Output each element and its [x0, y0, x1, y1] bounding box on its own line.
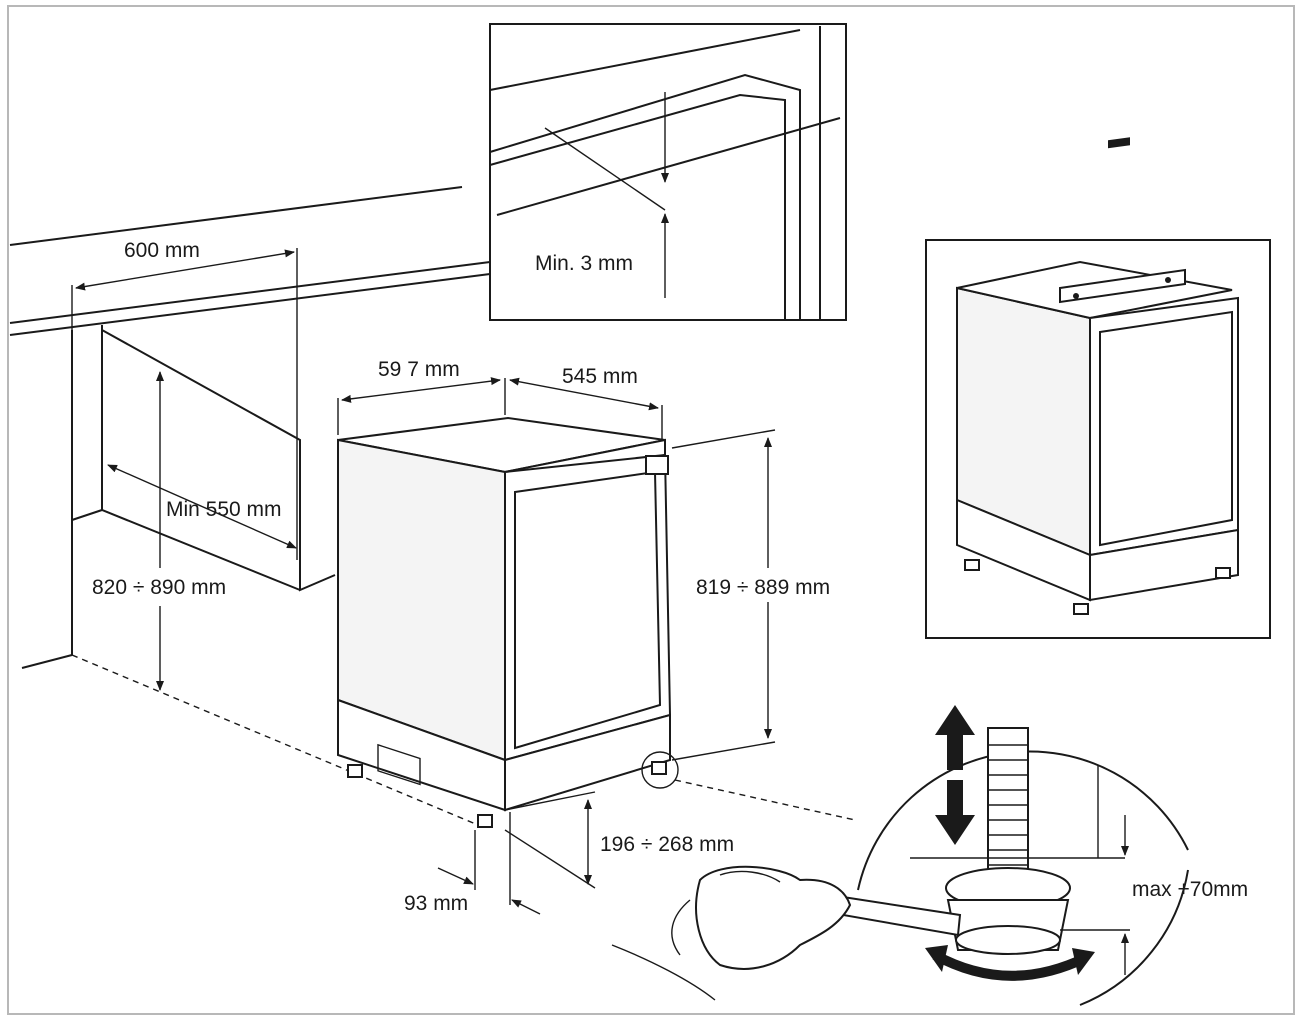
plinth-depth-label: 93 mm — [404, 892, 468, 915]
appliance-depth-label: 545 mm — [562, 365, 638, 388]
appliance-width-dimension: 59 7 mm — [337, 358, 506, 435]
foot-detail-circle — [641, 751, 679, 789]
up-down-arrow-icon — [935, 705, 975, 845]
appliance-width-label: 59 7 mm — [378, 358, 460, 381]
appliance-foot — [477, 814, 493, 828]
appliance-height-label: 819 ÷ 889 mm — [696, 576, 830, 599]
appliance-depth-dimension: 545 mm — [509, 365, 663, 440]
niche-height-label: 820 ÷ 890 mm — [92, 576, 226, 599]
foot-adjust-label: max +70mm — [1132, 878, 1248, 901]
appliance-foot — [651, 761, 667, 775]
appliance-height-dimension: 819 ÷ 889 mm — [671, 429, 830, 761]
min-gap-label: Min. 3 mm — [535, 252, 633, 275]
gap-detail-inset: Min. 3 mm — [489, 23, 847, 321]
niche-width-label: 600 mm — [124, 239, 200, 262]
appliance — [337, 416, 679, 828]
plinth-height-label: 196 ÷ 268 mm — [600, 833, 734, 856]
appliance-foot — [347, 764, 363, 778]
niche-width-dimension: 600 mm — [71, 239, 298, 560]
niche-depth-dimension: Min 550 mm — [107, 464, 297, 549]
plinth-depth-dimension: 93 mm — [404, 812, 541, 915]
foot-adjustment-detail: max +70mm — [611, 705, 1248, 1006]
niche-depth-label: Min 550 mm — [166, 498, 282, 521]
hand-icon — [611, 865, 852, 1001]
appliance-door — [514, 470, 662, 750]
plinth-height-dimension: 196 ÷ 268 mm — [504, 791, 734, 889]
threaded-rod — [987, 727, 1029, 889]
level-check-inset — [925, 137, 1271, 639]
diagram-frame — [7, 5, 1295, 1015]
kitchen-niche — [9, 186, 856, 826]
rotate-arrow-icon — [925, 945, 1095, 981]
niche-height-dimension: 820 ÷ 890 mm — [92, 371, 226, 691]
spirit-level-icon — [1059, 268, 1186, 304]
